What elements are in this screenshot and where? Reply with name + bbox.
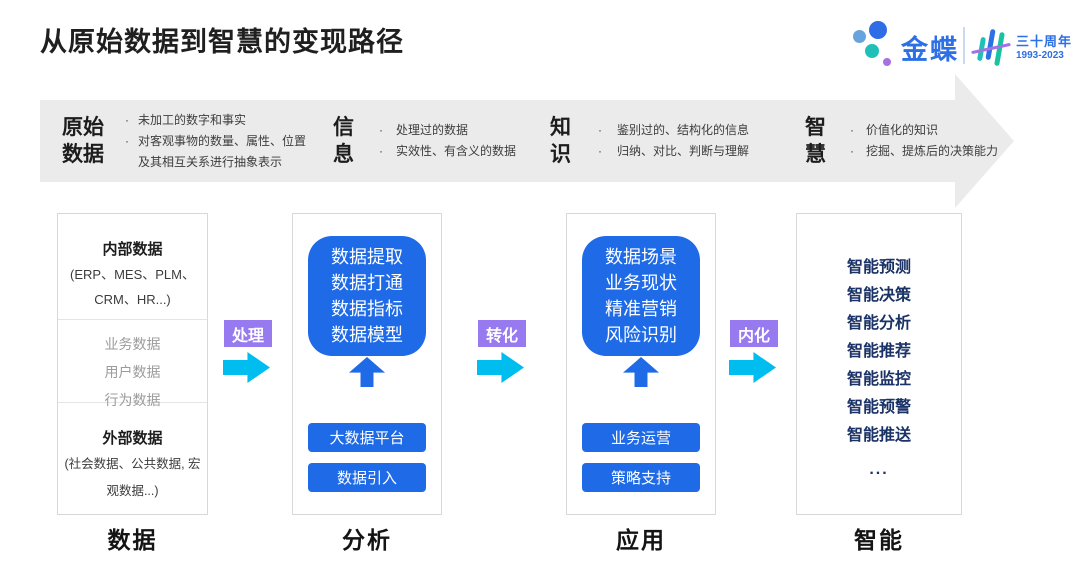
external-data-detail: (社会数据、公共数据, 宏观数据...) bbox=[64, 457, 201, 498]
logo-divider bbox=[963, 27, 965, 64]
internal-data-detail: (ERP、MES、PLM、CRM、HR...) bbox=[70, 267, 195, 307]
intelligence-item: 智能决策 bbox=[846, 287, 911, 304]
bubble-line: 数据场景 bbox=[605, 247, 677, 267]
intelligence-item: 智能预测 bbox=[846, 259, 911, 276]
column-footer-data: 数据 bbox=[107, 527, 158, 553]
bullet-dot: · bbox=[598, 123, 602, 137]
external-data-section: 外部数据 (社会数据、公共数据, 宏观数据...) bbox=[58, 403, 207, 514]
bullet: ·归纳、对比、判断与理解 bbox=[583, 141, 749, 162]
stage-wisdom: 智 慧 ·价值化的知识 ·挖掘、提炼后的决策能力 bbox=[805, 100, 998, 182]
stage-raw-data-heading: 原始 数据 bbox=[62, 116, 104, 166]
kingdee-butterfly-icon bbox=[852, 18, 898, 70]
intelligence-item: 智能分析 bbox=[846, 315, 911, 332]
column-footer-intelligence: 智能 bbox=[854, 527, 904, 553]
application-bubble: 数据场景 业务现状 精准营销 风险识别 bbox=[582, 236, 700, 356]
bullet: ·鉴别过的、结构化的信息 bbox=[583, 120, 749, 141]
mark-bar-blue bbox=[985, 28, 996, 61]
column-footer-analysis: 分析 bbox=[342, 527, 392, 553]
intelligence-item: 智能监控 bbox=[846, 371, 911, 388]
stage-raw-data-bullets: ·未加工的数字和事实 ·对客观事物的数量、属性、位置及其相互关系进行抽象表示 bbox=[116, 110, 306, 173]
bubble-line: 精准营销 bbox=[605, 299, 677, 319]
middle-data-item: 业务数据 bbox=[104, 336, 161, 352]
brand-name: 金蝶 bbox=[901, 35, 959, 65]
analysis-box: 数据提取 数据打通 数据指标 数据模型 大数据平台 数据引入 bbox=[292, 213, 442, 515]
stage-information-heading: 信 息 bbox=[333, 116, 354, 166]
up-arrow-icon bbox=[623, 357, 659, 387]
column-footer-application: 应用 bbox=[616, 527, 666, 553]
intelligence-more-ellipsis: ... bbox=[869, 461, 889, 478]
bullet: ·实效性、有含义的数据 bbox=[366, 141, 516, 162]
middle-data-item: 行为数据 bbox=[104, 392, 161, 408]
bullet: ·挖掘、提炼后的决策能力 bbox=[838, 141, 998, 162]
logo-dot-steelblue bbox=[853, 30, 866, 43]
bubble-line: 数据打通 bbox=[331, 273, 403, 293]
data-import-button: 数据引入 bbox=[308, 463, 426, 492]
right-arrow-icon bbox=[477, 352, 524, 383]
stage-knowledge: 知 识 ·鉴别过的、结构化的信息 ·归纳、对比、判断与理解 bbox=[550, 100, 749, 182]
analysis-bubble: 数据提取 数据打通 数据指标 数据模型 bbox=[308, 236, 426, 356]
bubble-line: 数据提取 bbox=[331, 247, 403, 267]
application-box: 数据场景 业务现状 精准营销 风险识别 业务运营 策略支持 bbox=[566, 213, 716, 515]
connector-internalize-label: 内化 bbox=[730, 320, 778, 347]
intelligence-item: 智能预警 bbox=[846, 399, 911, 416]
middle-data-item: 用户数据 bbox=[104, 364, 161, 380]
bullet-dot: · bbox=[850, 123, 854, 137]
intelligence-box: 智能预测 智能决策 智能分析 智能推荐 智能监控 智能预警 智能推送 ... bbox=[796, 213, 962, 515]
bullet: ·价值化的知识 bbox=[838, 120, 998, 141]
bubble-line: 风险识别 bbox=[605, 325, 677, 345]
logo-dot-blue bbox=[869, 21, 887, 39]
bullet-dot: · bbox=[598, 144, 602, 158]
bullet-dot: · bbox=[125, 133, 129, 148]
anniversary-years: 1993-2023 bbox=[1016, 50, 1064, 61]
middle-data-section: 业务数据 用户数据 行为数据 bbox=[58, 319, 207, 408]
up-arrow-icon bbox=[349, 357, 385, 387]
internal-data-title: 内部数据 bbox=[102, 241, 163, 258]
stage-information: 信 息 ·处理过的数据 ·实效性、有含义的数据 bbox=[333, 100, 516, 182]
bullet-dot: · bbox=[125, 112, 129, 127]
connector-process-label: 处理 bbox=[224, 320, 272, 347]
stage-wisdom-bullets: ·价值化的知识 ·挖掘、提炼后的决策能力 bbox=[838, 120, 998, 162]
page-title: 从原始数据到智慧的变现路径 bbox=[40, 27, 404, 57]
bubble-line: 业务现状 bbox=[605, 273, 677, 293]
right-arrow-icon bbox=[223, 352, 270, 383]
bullet-dot: · bbox=[850, 144, 854, 158]
anniversary-label: 三十周年 bbox=[1016, 34, 1073, 49]
intelligence-item: 智能推荐 bbox=[846, 343, 911, 360]
stage-knowledge-bullets: ·鉴别过的、结构化的信息 ·归纳、对比、判断与理解 bbox=[583, 120, 749, 162]
business-operation-button: 业务运营 bbox=[582, 423, 700, 452]
bubble-line: 数据模型 bbox=[331, 325, 403, 345]
logo-dot-purple bbox=[883, 58, 891, 66]
stage-knowledge-heading: 知 识 bbox=[550, 116, 571, 166]
bullet: ·对客观事物的数量、属性、位置及其相互关系进行抽象表示 bbox=[116, 131, 306, 173]
stage-raw-data: 原始 数据 ·未加工的数字和事实 ·对客观事物的数量、属性、位置及其相互关系进行… bbox=[62, 100, 306, 182]
bubble-line: 数据指标 bbox=[331, 299, 403, 319]
strategy-support-button: 策略支持 bbox=[582, 463, 700, 492]
connector-transform-label: 转化 bbox=[478, 320, 526, 347]
stage-banner bbox=[40, 100, 956, 182]
data-sources-box: 内部数据 (ERP、MES、PLM、CRM、HR...) 业务数据 用户数据 行… bbox=[57, 213, 208, 515]
big-data-platform-button: 大数据平台 bbox=[308, 423, 426, 452]
logo-dot-teal bbox=[865, 44, 879, 58]
external-data-title: 外部数据 bbox=[102, 430, 163, 447]
stage-information-bullets: ·处理过的数据 ·实效性、有含义的数据 bbox=[366, 120, 516, 162]
bullet-dot: · bbox=[379, 144, 383, 158]
bullet: ·处理过的数据 bbox=[366, 120, 516, 141]
thirty-anniversary-mark-icon bbox=[971, 26, 1011, 68]
bullet-dot: · bbox=[379, 123, 383, 137]
intelligence-item: 智能推送 bbox=[846, 427, 911, 444]
bullet: ·未加工的数字和事实 bbox=[116, 110, 306, 131]
internal-data-section: 内部数据 (ERP、MES、PLM、CRM、HR...) bbox=[58, 214, 207, 319]
stage-wisdom-heading: 智 慧 bbox=[805, 116, 826, 166]
right-arrow-icon bbox=[729, 352, 776, 383]
